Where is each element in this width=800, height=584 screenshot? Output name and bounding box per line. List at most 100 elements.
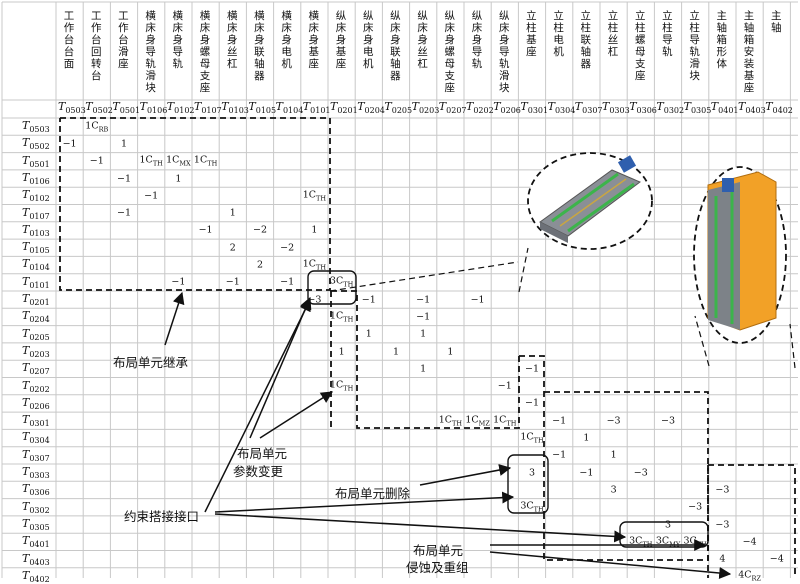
zoom-line-1a xyxy=(329,261,519,292)
matrix-cell: 3 xyxy=(528,467,536,479)
matrix-cell: −1 xyxy=(280,276,295,288)
matrix-cell: 1CTH xyxy=(329,379,354,393)
column-id: T0101 xyxy=(302,100,331,116)
matrix-cell: −1 xyxy=(579,467,594,479)
column-id: T0102 xyxy=(166,100,195,116)
column-header: 纵床身丝杠 xyxy=(410,10,436,95)
matrix-cell: 1CTH xyxy=(329,310,354,324)
matrix-cell: 1 xyxy=(120,138,128,150)
matrix-cell: −1 xyxy=(361,294,376,306)
matrix-cell: 1CMZ xyxy=(465,414,490,428)
column-id: T0206 xyxy=(493,100,521,116)
arrow-interface-2 xyxy=(214,491,515,513)
column-header-text: 工作台台面 xyxy=(63,10,75,70)
column-id: T0301 xyxy=(520,100,549,116)
column-header-text: 纵床身螺母支座 xyxy=(444,10,456,94)
matrix-cell: −4 xyxy=(769,553,784,565)
column-id: T0105 xyxy=(248,100,277,116)
column-header: 工作台滑座 xyxy=(110,10,136,95)
column-header: 主轴 xyxy=(763,10,789,95)
zoom-line-1b xyxy=(518,247,529,293)
row-id: T0101 xyxy=(22,274,50,290)
column-id: T0304 xyxy=(547,100,576,116)
matrix-cell: 1 xyxy=(420,363,427,375)
matrix-cell: 1 xyxy=(229,207,236,219)
matrix-cell: −1 xyxy=(62,138,77,150)
column-id: T0401 xyxy=(710,100,739,116)
matrix-cell: 4 xyxy=(719,553,726,565)
row-id: T0106 xyxy=(22,170,50,187)
matrix-cell: −3 xyxy=(715,519,730,531)
matrix-cell: −1 xyxy=(416,311,431,323)
column-id: T0307 xyxy=(574,100,603,116)
column-header-text: 立柱联轴器 xyxy=(580,10,592,70)
box-interface-3cth xyxy=(307,270,357,305)
row-id: T0104 xyxy=(22,257,50,273)
label-param-change-2: 参数变更 xyxy=(233,464,284,479)
column-header: 纵床身联轴器 xyxy=(382,10,408,95)
column-id: T0503 xyxy=(58,100,86,116)
matrix-cell: 3 xyxy=(664,519,672,531)
label-delete: 布局单元删除 xyxy=(335,486,411,501)
column-id: T0204 xyxy=(357,100,385,116)
matrix-cell: 2 xyxy=(256,259,264,271)
column-header-text: 立柱电机 xyxy=(553,10,564,58)
matrix-cell: −1 xyxy=(116,207,132,219)
row-id: T0402 xyxy=(22,568,50,584)
column-header: 纵床身导轨滑块 xyxy=(491,10,517,95)
zoom-line-2a xyxy=(694,315,710,367)
matrix-cell: 1 xyxy=(610,449,617,461)
column-header: 横床身螺母支座 xyxy=(192,10,218,95)
column-header: 主轴箱安装基座 xyxy=(736,10,762,95)
matrix-cell: −3 xyxy=(715,484,730,496)
column-id: T0207 xyxy=(438,100,467,116)
matrix-cell: −3 xyxy=(660,415,676,427)
column-header: 立柱螺母支座 xyxy=(627,10,653,95)
column-id: T0202 xyxy=(466,100,494,116)
row-id: T0202 xyxy=(22,378,50,394)
arrow-interface-1 xyxy=(204,298,311,513)
block-horizontal-bed xyxy=(59,117,331,291)
column-header: 横床身联轴器 xyxy=(246,10,272,95)
matrix-cell: −1 xyxy=(552,415,567,427)
column-header: 纵床身电机 xyxy=(355,10,381,95)
matrix-cell: −1 xyxy=(144,190,159,202)
matrix-cell: 1CTH xyxy=(302,258,327,272)
column-id: T0103 xyxy=(221,100,249,116)
matrix-cell: 1 xyxy=(420,328,427,340)
row-id: T0206 xyxy=(22,395,50,411)
matrix-cell: −1 xyxy=(524,397,540,409)
inset-column-model xyxy=(693,166,787,344)
matrix-cell: 1CTH xyxy=(193,154,218,168)
box-delete-cells xyxy=(507,454,549,514)
column-header-text: 横床身丝杠 xyxy=(226,10,238,70)
column-header: 立柱导轨 xyxy=(654,10,680,95)
column-id: T0107 xyxy=(194,100,222,116)
row-id: T0503 xyxy=(22,119,50,135)
matrix-cell: −3 xyxy=(606,415,621,427)
matrix-cell: −1 xyxy=(198,224,213,236)
label-erode-1: 布局单元 xyxy=(413,543,464,558)
inset-bed-model xyxy=(527,152,653,250)
matrix-cell: −4 xyxy=(742,536,757,548)
matrix-cell: 1 xyxy=(365,328,372,340)
matrix-cell: 1CMX xyxy=(166,154,191,168)
column-header-text: 工作台滑座 xyxy=(118,10,129,70)
column-header-text: 纵床身丝杠 xyxy=(417,10,428,70)
column-header: 横床身丝杠 xyxy=(219,10,245,95)
matrix-cell: 1 xyxy=(338,346,345,358)
matrix-cell: −1 xyxy=(552,449,567,461)
matrix-cell: 1 xyxy=(583,432,590,444)
row-id: T0304 xyxy=(22,430,50,446)
column-header-text: 纵床身基座 xyxy=(335,10,347,70)
matrix-cell: −1 xyxy=(116,173,132,185)
row-id: T0205 xyxy=(22,326,50,342)
column-header: 横床身基座 xyxy=(301,10,327,95)
column-id: T0402 xyxy=(765,100,793,116)
label-inherit: 布局单元继承 xyxy=(113,355,189,370)
column-header-text: 主轴箱形体 xyxy=(716,10,728,70)
column-header-text: 立柱基座 xyxy=(526,10,537,58)
matrix-cell: 1 xyxy=(311,224,318,236)
